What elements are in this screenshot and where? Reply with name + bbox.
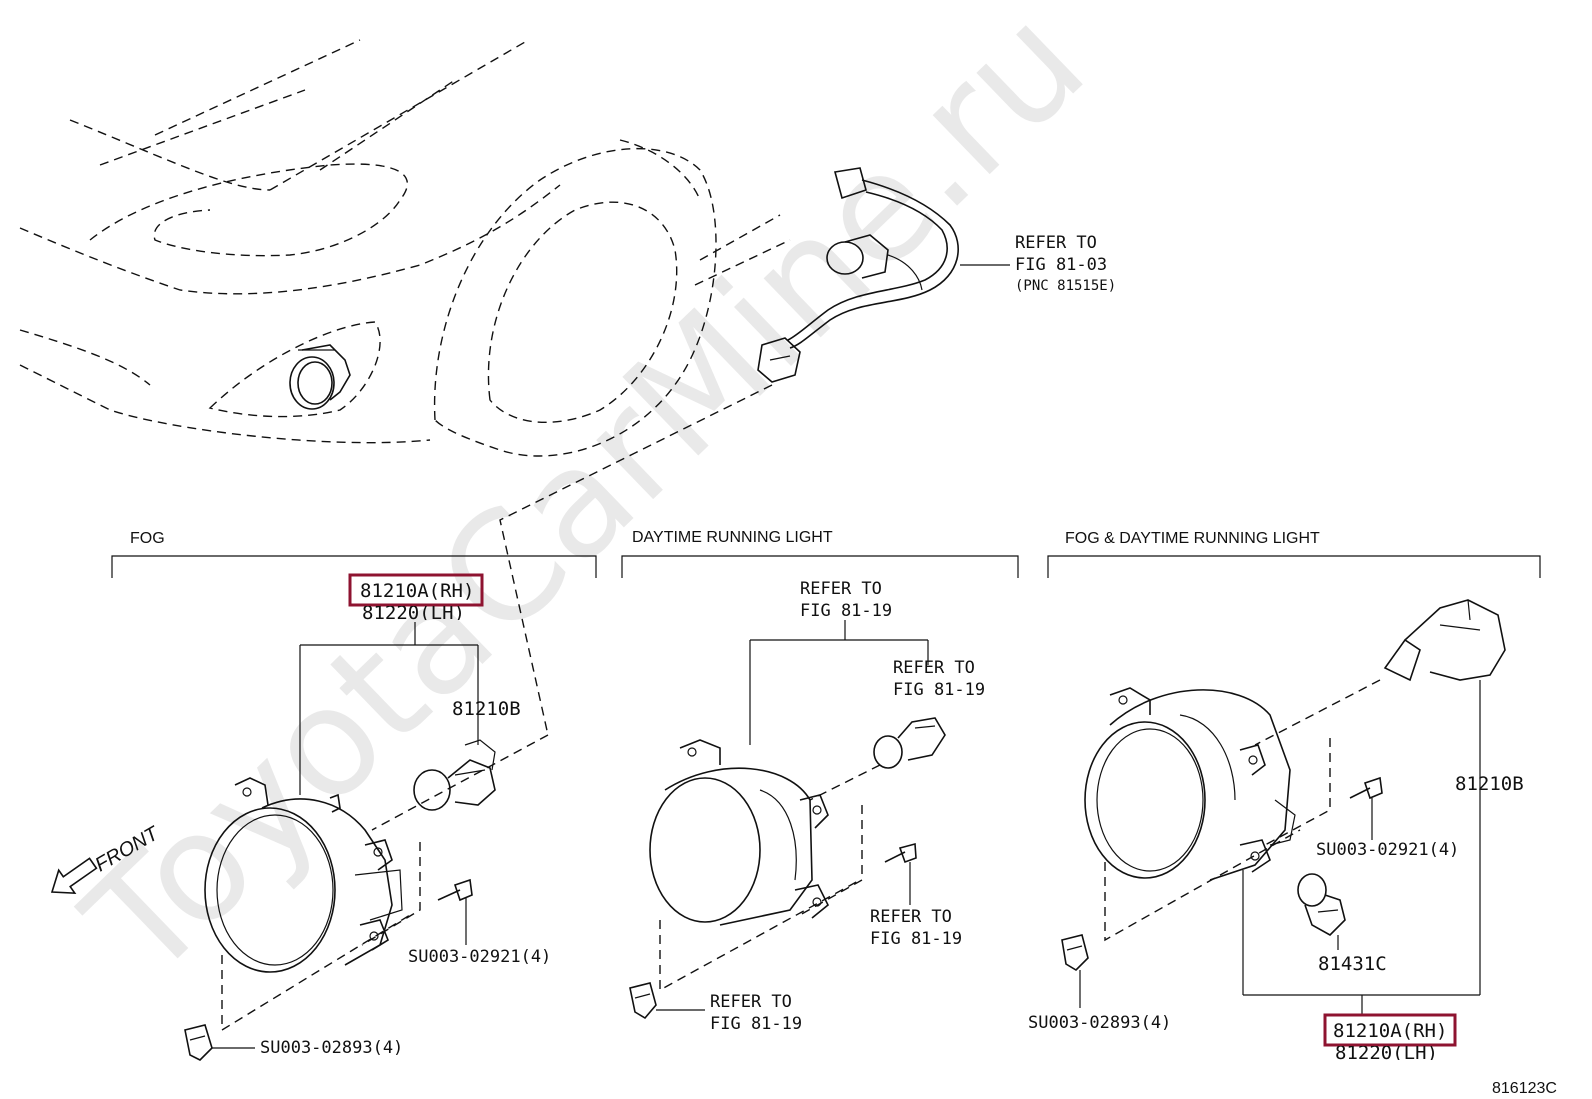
harness-refer-line3: (PNC 81515E) bbox=[1015, 278, 1116, 294]
harness-refer-line1: REFER TO bbox=[1015, 233, 1097, 253]
combo-clip-dashline bbox=[1104, 829, 1301, 942]
combo-part-number-highlight bbox=[1323, 1013, 1457, 1047]
drl-refer-b-line2[interactable]: FIG 81-19 bbox=[893, 680, 985, 700]
front-arrow-icon bbox=[50, 857, 98, 895]
section-fog-drl-bracket bbox=[1047, 555, 1541, 578]
fog-axis-line bbox=[371, 734, 549, 831]
drl-refer-a-line1[interactable]: REFER TO bbox=[800, 579, 882, 599]
drl-axis-line bbox=[809, 764, 881, 801]
section-fog-bracket bbox=[111, 555, 597, 578]
bumper-fog-lamp-icon bbox=[289, 344, 351, 410]
watermark: ToyotaCarMine.ru bbox=[53, 0, 1117, 1012]
section-fog-drl-title: FOG & DAYTIME RUNNING LIGHT bbox=[1065, 530, 1320, 547]
combo-part-rh[interactable]: 81210A(RH) bbox=[1333, 1020, 1447, 1042]
drl-bulb-icon bbox=[873, 717, 946, 769]
fog-clip-dashline bbox=[221, 914, 411, 1031]
combo-bulb-leader bbox=[1242, 680, 1481, 1015]
section-fog-title: FOG bbox=[130, 530, 165, 547]
drl-refer-a-leader bbox=[749, 620, 929, 745]
fog-part-leader bbox=[299, 622, 479, 795]
combo-axis-line bbox=[1254, 679, 1381, 746]
combo-screw-icon bbox=[1349, 776, 1383, 800]
combo-screw-dashline bbox=[1264, 738, 1331, 846]
drl-refer-d-line2[interactable]: FIG 81-19 bbox=[710, 1014, 802, 1034]
section-drl-title: DAYTIME RUNNING LIGHT bbox=[632, 529, 833, 546]
drl-refer-d-line1[interactable]: REFER TO bbox=[710, 992, 792, 1012]
combo-bulb-label[interactable]: 81210B bbox=[1455, 773, 1524, 795]
fog-clip-icon bbox=[184, 1024, 213, 1061]
drl-screw-dashline bbox=[799, 805, 863, 916]
drl-lamp-assembly-icon bbox=[649, 739, 830, 926]
combo-screw-label[interactable]: SU003-02921(4) bbox=[1316, 840, 1459, 860]
fog-screw-label[interactable]: SU003-02921(4) bbox=[408, 947, 551, 967]
drl-refer-b-line1[interactable]: REFER TO bbox=[893, 658, 975, 678]
fog-part-lh[interactable]: 81220(LH) bbox=[362, 602, 465, 624]
fog-screw-icon bbox=[437, 878, 473, 902]
fog-bulb-icon bbox=[413, 739, 496, 811]
combo-clip-label[interactable]: SU003-02893(4) bbox=[1028, 1013, 1171, 1033]
drl-clip-dashline bbox=[659, 879, 861, 992]
drl-refer-c-line2[interactable]: FIG 81-19 bbox=[870, 929, 962, 949]
fog-part-number-highlight bbox=[348, 573, 484, 607]
drl-refer-a-line2[interactable]: FIG 81-19 bbox=[800, 601, 892, 621]
fog-lamp-assembly-icon bbox=[204, 777, 403, 973]
car-front-outline bbox=[19, 39, 791, 457]
wire-harness-icon bbox=[757, 167, 959, 383]
fog-bulb-label[interactable]: 81210B bbox=[452, 698, 521, 720]
combo-socket-bulb-icon bbox=[1297, 873, 1346, 936]
combo-socket-label[interactable]: 81431C bbox=[1318, 953, 1387, 975]
combo-lamp-assembly-icon bbox=[1084, 687, 1296, 881]
fog-clip-label[interactable]: SU003-02893(4) bbox=[260, 1038, 403, 1058]
section-drl-bracket bbox=[621, 555, 1019, 578]
combo-clip-icon bbox=[1061, 934, 1089, 972]
drl-refer-c-line1[interactable]: REFER TO bbox=[870, 907, 952, 927]
combo-bulb-hb-icon bbox=[1383, 599, 1506, 682]
combo-part-lh[interactable]: 81220(LH) bbox=[1335, 1042, 1438, 1064]
harness-refer-line2: FIG 81-03 bbox=[1015, 255, 1107, 275]
drl-clip-icon bbox=[629, 982, 657, 1020]
fog-part-rh[interactable]: 81210A(RH) bbox=[360, 580, 474, 602]
car-to-fog-link bbox=[499, 384, 773, 736]
drl-screw-icon bbox=[884, 842, 917, 864]
figure-id: 816123C bbox=[1492, 1080, 1557, 1097]
